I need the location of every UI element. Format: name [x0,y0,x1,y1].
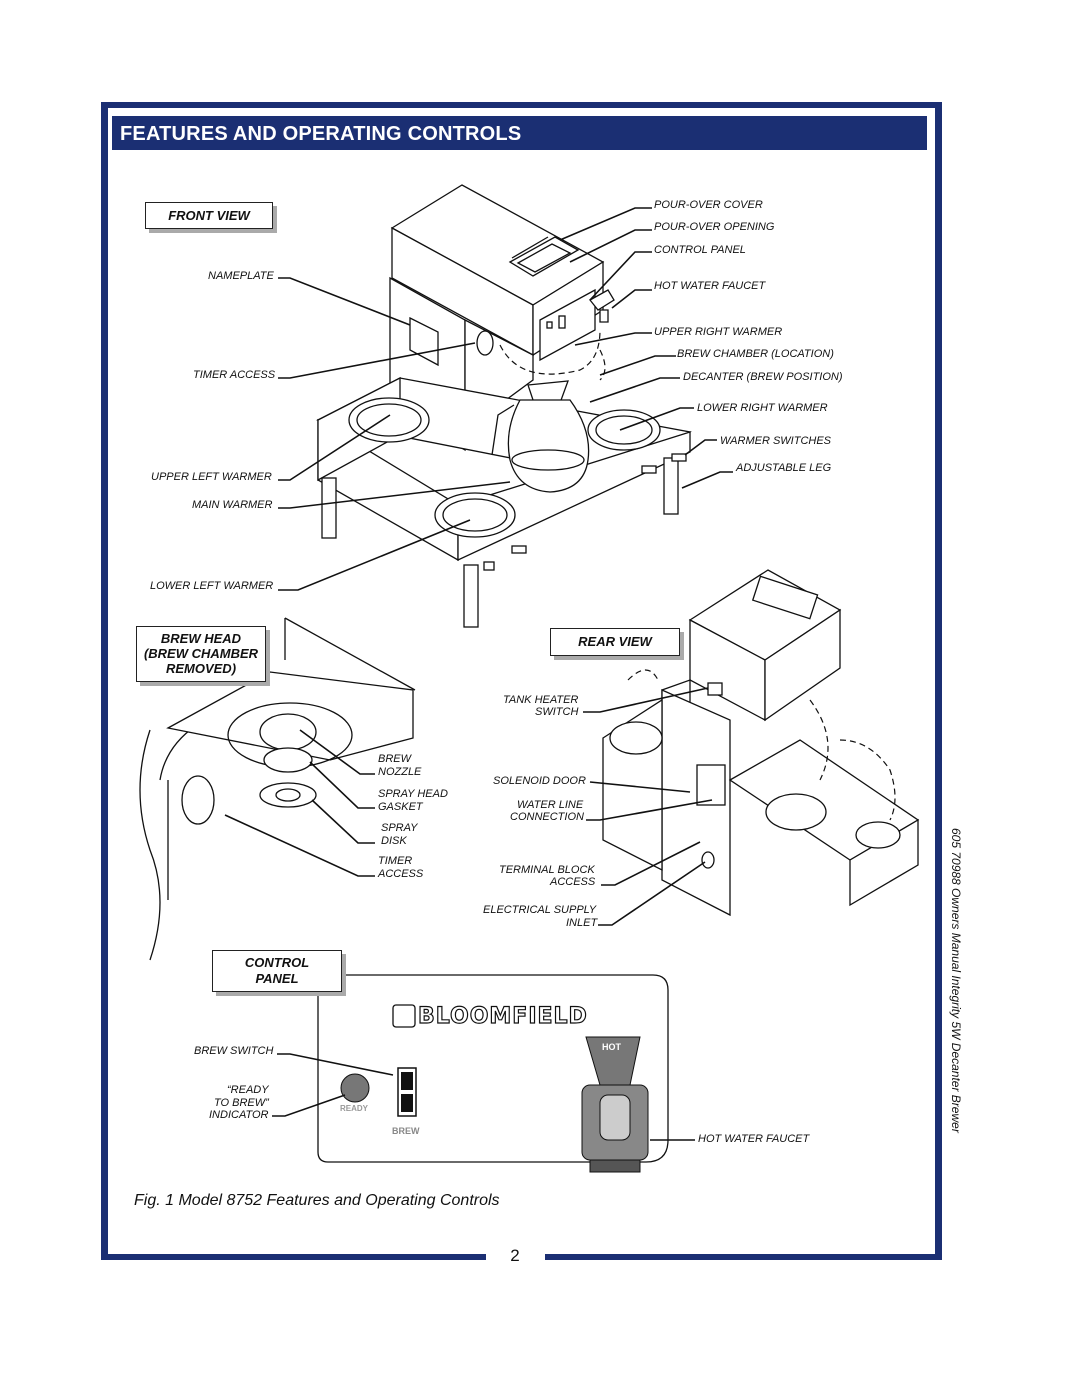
spray-head-gasket-label-1: SPRAY HEAD [378,788,448,800]
brew-head-title-line2: (BREW CHAMBER [143,646,259,661]
section-title: FEATURES AND OPERATING CONTROLS [112,116,927,150]
page-frame-bottom-left [101,1254,486,1260]
page-number: 2 [510,1246,520,1265]
figure-caption: Fig. 1 Model 8752 Features and Operating… [134,1192,500,1209]
upper-right-warmer-label: UPPER RIGHT WARMER [654,326,783,338]
main-warmer-label: MAIN WARMER [192,499,273,511]
solenoid-door-label: SOLENOID DOOR [493,775,586,787]
rear-view-drawing [602,569,920,917]
ready-to-brew-label-3: INDICATOR [209,1109,269,1121]
brew-chamber-location-label: BREW CHAMBER (LOCATION) [677,348,834,360]
brew-nozzle-label-1: BREW [378,753,411,765]
page-frame-bottom-right [545,1254,942,1260]
bloomfield-logo: BLOOMFIELD [417,1003,588,1029]
terminal-block-access-label-2: ACCESS [550,876,596,888]
tank-heater-switch-label-1: TANK HEATER [503,694,579,706]
pour-over-cover-label: POUR-OVER COVER [654,199,763,211]
page-frame-top [101,102,942,108]
adjustable-leg-label: ADJUSTABLE LEG [736,462,832,474]
brew-head-drawing [139,617,416,961]
upper-left-warmer-label: UPPER LEFT WARMER [151,471,272,483]
ready-to-brew-label-1: “READY [227,1084,269,1096]
water-line-connection-label-2: CONNECTION [510,811,584,823]
water-line-connection-label-1: WATER LINE [517,799,584,811]
lower-left-warmer-label: LOWER LEFT WARMER [150,580,274,592]
leader-lines [224,207,733,1141]
nameplate-label: NAMEPLATE [208,270,274,282]
terminal-block-access-label-1: TERMINAL BLOCK [499,864,595,876]
front-view-title: FRONT VIEW [145,202,273,229]
brew-switch-label: BREW SWITCH [194,1045,274,1057]
cp-hot-water-faucet-label: HOT WATER FAUCET [698,1133,810,1145]
brew-nozzle-label-2: NOZZLE [378,766,422,778]
side-text: 605 70988 Owners Manual Integrity 5W Dec… [949,828,963,1133]
electrical-supply-inlet-label-2: INLET [566,917,598,929]
front-view-brewer-drawing [316,184,692,628]
ready-to-brew-label-2: TO BREW” [214,1097,269,1109]
lower-right-warmer-label: LOWER RIGHT WARMER [697,402,828,414]
tank-heater-switch-label-2: SWITCH [535,706,579,718]
timer-access-label: TIMER ACCESS [193,369,276,381]
ready-text: READY [340,1104,369,1113]
spray-disk-label-1: SPRAY [381,822,418,834]
page-frame-right [935,102,942,1260]
hot-text: HOT [602,1042,621,1052]
page-frame-left [101,102,108,1260]
decanter-brew-position-label: DECANTER (BREW POSITION) [683,371,843,383]
spray-disk-label-2: DISK [381,835,407,847]
side-text-container: 605 70988 Owners Manual Integrity 5W Dec… [945,828,965,1148]
timer-access-bh-label-1: TIMER [378,855,413,867]
pour-over-opening-label: POUR-OVER OPENING [654,221,775,233]
spray-head-gasket-label-2: GASKET [378,801,423,813]
timer-access-bh-label-2: ACCESS [378,868,424,880]
electrical-supply-inlet-label-1: ELECTRICAL SUPPLY [483,904,597,916]
control-panel-title-line1: CONTROL [244,955,310,970]
brew-head-title: BREW HEAD (BREW CHAMBER REMOVED) [136,626,266,682]
brew-head-title-line1: BREW HEAD [160,631,242,646]
hot-water-faucet-label: HOT WATER FAUCET [654,280,766,292]
control-panel-title: CONTROL PANEL [212,950,342,992]
warmer-switches-label: WARMER SWITCHES [720,435,832,447]
control-panel-title-line2: PANEL [255,971,299,986]
rear-view-title: REAR VIEW [550,628,680,656]
brew-text: BREW [392,1126,420,1136]
control-panel-label: CONTROL PANEL [654,244,746,256]
brew-head-title-line3: REMOVED) [165,661,237,676]
